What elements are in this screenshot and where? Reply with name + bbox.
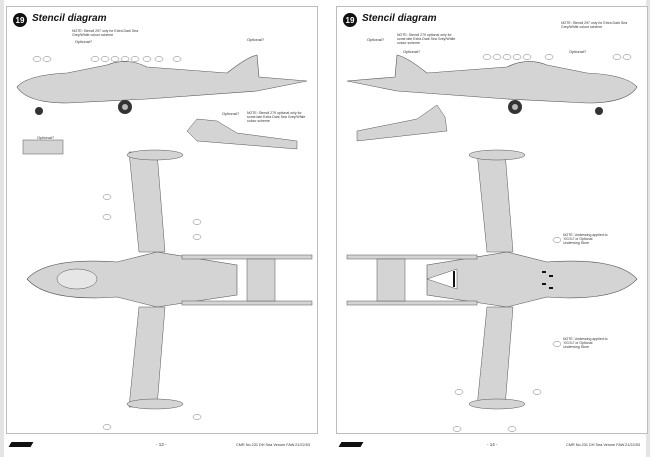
note-text: NOTE: Underwing applied to 'XG/XJ' of Op…	[563, 337, 608, 349]
footer-text: CMR No.231 DH Sea Venom FAW.21/22/53	[236, 443, 310, 447]
instruction-page-14: 19 Stencil diagram NOTE: Stencil 279 opt…	[336, 6, 648, 434]
aircraft-stencil-drawing-right	[346, 54, 638, 432]
step-number-badge: 19	[343, 13, 357, 27]
note-text: NOTE: Stencil 279 optional only for some…	[397, 33, 456, 45]
page-number: - 14 -	[487, 442, 498, 447]
optional-label: Optional?	[222, 111, 240, 116]
aircraft-stencil-drawing-left	[16, 54, 313, 430]
brand-logo	[8, 442, 34, 447]
step-number-badge: 19	[13, 13, 27, 27]
note-text: NOTE: Stencil 297 only for Extra Dark Se…	[561, 21, 628, 29]
page-title: Stencil diagram	[362, 13, 437, 24]
optional-label: Optional?	[247, 37, 265, 42]
brand-logo	[338, 442, 364, 447]
page-title: Stencil diagram	[32, 13, 107, 24]
page-edge-left	[0, 0, 4, 457]
page-edge-right	[646, 0, 650, 457]
optional-label: Optional?	[367, 37, 385, 42]
footer-text: CMR No.231 DH Sea Venom FAW.21/22/53	[566, 443, 640, 447]
optional-label: Optional?	[569, 49, 587, 54]
page-number: - 13 -	[156, 442, 167, 447]
note-text: NOTE: Stencil 279 optional only for some…	[247, 111, 306, 123]
note-text: NOTE: Stencil 297 only for Extra Dark Se…	[72, 29, 139, 37]
optional-label: Optional?	[75, 39, 93, 44]
optional-label: Optional?	[37, 135, 55, 140]
note-text: NOTE: Underwing applied to 'XG/XJ' of Op…	[563, 233, 608, 245]
optional-label: Optional?	[403, 49, 421, 54]
instruction-page-13: 19 Stencil diagram NOTE: Stencil 297 onl…	[6, 6, 318, 434]
